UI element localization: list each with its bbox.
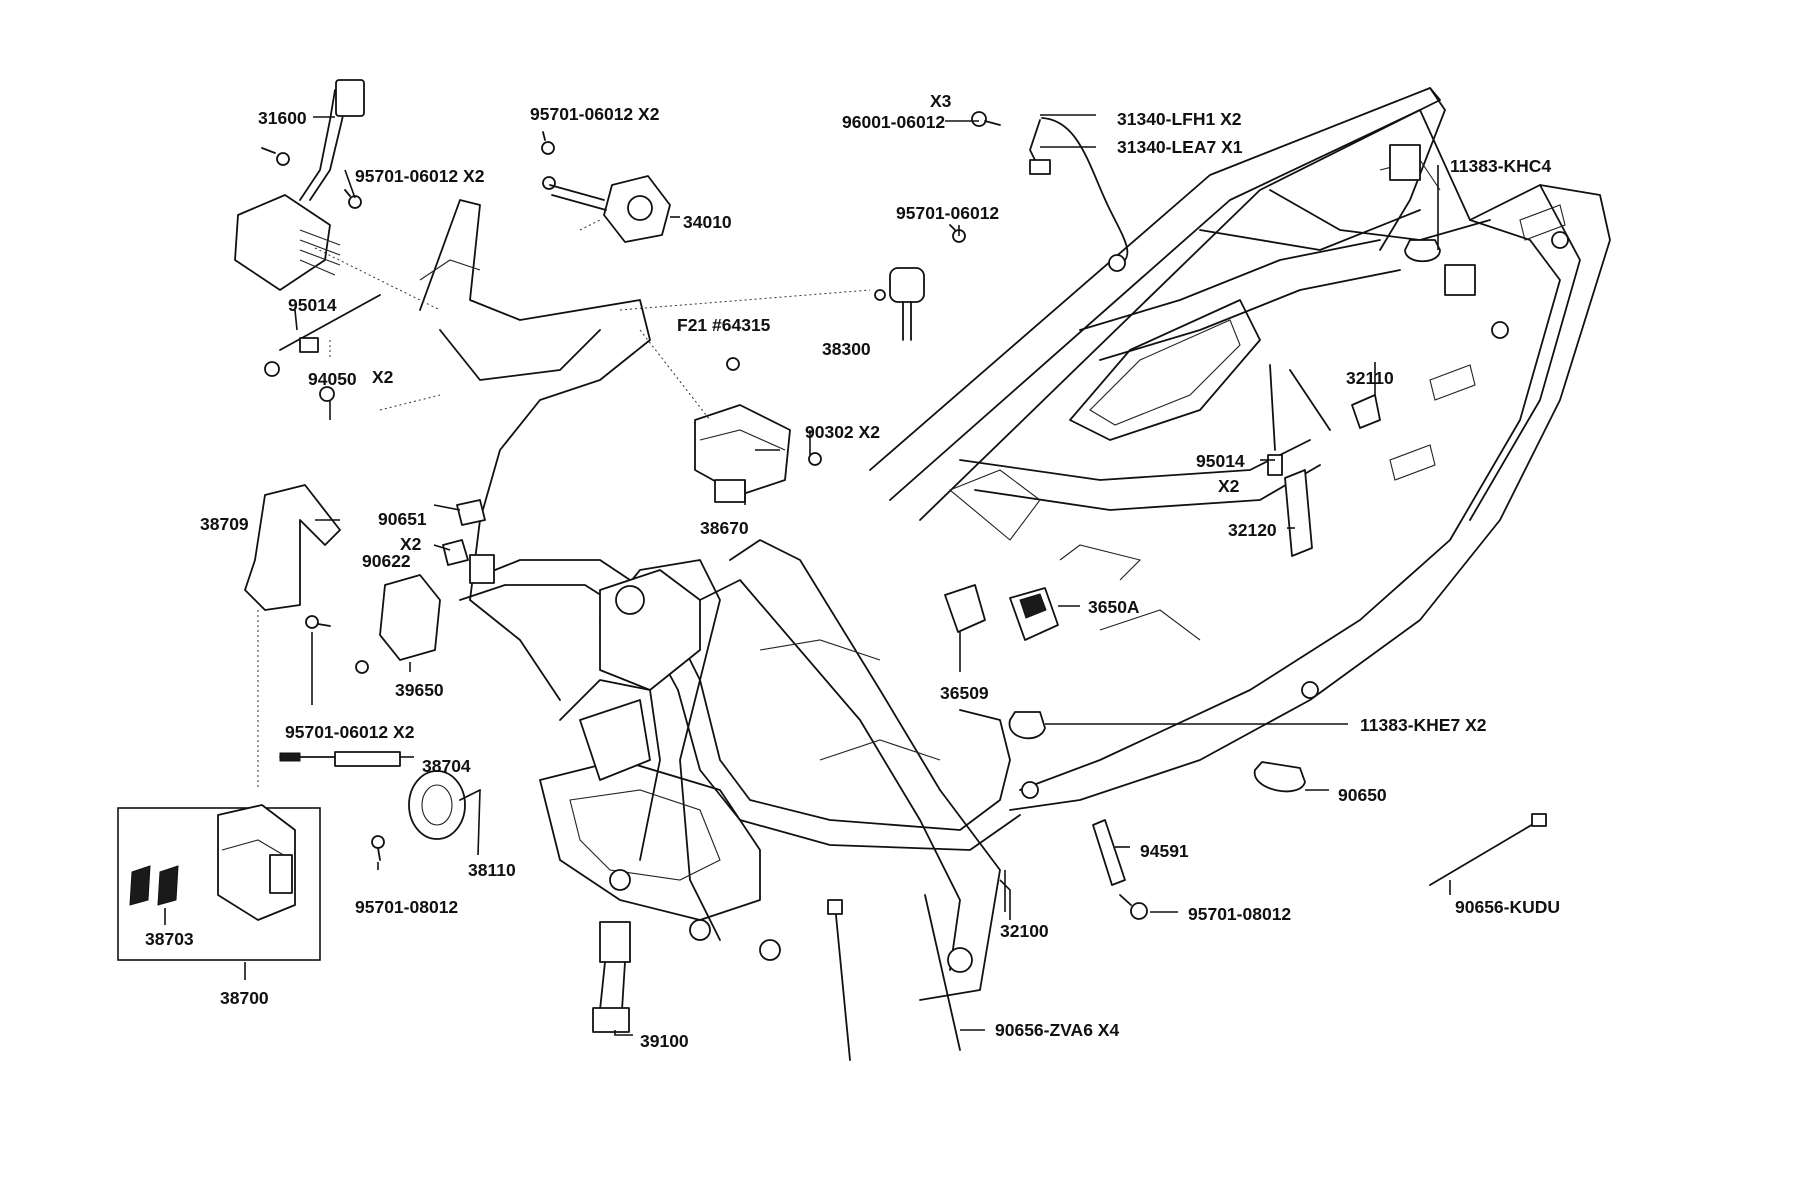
clamp-11383-khe7: [1008, 711, 1046, 740]
label-90650: 90650: [1338, 785, 1387, 805]
sensor-34010: [549, 175, 671, 243]
parts: [117, 79, 1547, 1061]
label-38300: 38300: [822, 339, 871, 359]
label-32100: 32100: [1000, 921, 1049, 941]
label-32110: 32110: [1346, 368, 1394, 388]
label-38670: 38670: [700, 518, 749, 538]
label-95701-06012-x2-a: 95701-06012 X2: [530, 104, 660, 124]
label-94050-qty: X2: [372, 367, 394, 387]
part-labels: 31600 95701-06012 X2 95701-06012 X2 3401…: [145, 91, 1560, 1051]
regulator-31600: [234, 79, 365, 291]
cable-tie-95014-a: [279, 294, 381, 351]
label-36509: 36509: [940, 683, 989, 703]
label-95014-a: 95014: [288, 295, 337, 315]
label-95014-b: 95014: [1196, 451, 1245, 471]
label-90302: 90302 X2: [805, 422, 880, 442]
cable-tie-95014-b: [1269, 364, 1276, 451]
main-frame: [419, 87, 1611, 1001]
label-94591: 94591: [1140, 841, 1189, 861]
label-95014-b-qty: X2: [1218, 476, 1240, 496]
label-95701-06012-x2-c: 95701-06012 X2: [285, 722, 415, 742]
label-32120: 32120: [1228, 520, 1277, 540]
bracket-36509: [944, 584, 986, 633]
clip-90651: [456, 499, 486, 526]
label-90656-kudu: 90656-KUDU: [1455, 897, 1560, 917]
label-38703: 38703: [145, 929, 194, 949]
label-96001-qty: X3: [930, 91, 952, 111]
cable-tie-90656-kudu: [1429, 819, 1541, 886]
horn-38110: [408, 770, 481, 840]
label-94050: 94050: [308, 369, 357, 389]
label-31340-lfh1: 31340-LFH1 X2: [1117, 109, 1242, 129]
label-31600: 31600: [258, 108, 307, 128]
connector-3650a: [1009, 587, 1059, 641]
clamp-11383-khc4: [1404, 239, 1441, 263]
clamp-90650: [1254, 761, 1306, 793]
label-95701-08012-a: 95701-08012: [355, 897, 458, 917]
label-31340-lea7: 31340-LEA7 X1: [1117, 137, 1243, 157]
kit-box-38700: [117, 804, 321, 961]
label-38704: 38704: [422, 756, 471, 776]
label-38700: 38700: [220, 988, 269, 1008]
strip-38704: [279, 751, 401, 767]
plate-32120: [1284, 469, 1313, 557]
leader-lines: [164, 114, 1451, 1036]
label-38110: 38110: [468, 860, 516, 880]
bracket-32110: [1351, 394, 1381, 429]
clip-90622: [442, 539, 469, 566]
label-39100: 39100: [640, 1031, 689, 1051]
coil-38300: [874, 267, 925, 341]
label-39650: 39650: [395, 680, 444, 700]
label-90651-qty: X2: [400, 534, 422, 554]
relay-39650: [379, 574, 441, 661]
label-90656-zva6: 90656-ZVA6 X4: [995, 1020, 1119, 1040]
label-90622: 90622: [362, 551, 411, 571]
bracket-38709: [244, 484, 341, 611]
sensor-39100: [592, 921, 631, 1033]
label-95701-08012-b: 95701-08012: [1188, 904, 1291, 924]
label-11383-khc4: 11383-KHC4: [1450, 156, 1551, 176]
label-90651: 90651: [378, 509, 427, 529]
cable-tie-90656-zva6: [834, 904, 851, 1061]
label-38709: 38709: [200, 514, 249, 534]
label-95701-06012: 95701-06012: [896, 203, 999, 223]
wire-31340: [1029, 117, 1129, 272]
label-34010: 34010: [683, 212, 732, 232]
bolt-icon: [261, 111, 1148, 920]
label-96001-06012: 96001-06012: [842, 112, 945, 132]
strip-94591: [1092, 819, 1126, 886]
label-95701-06012-x2-b: 95701-06012 X2: [355, 166, 485, 186]
label-f21: F21 #64315: [677, 315, 771, 335]
ecu-38670: [694, 404, 791, 503]
label-11383-khe7: 11383-KHE7 X2: [1360, 715, 1487, 735]
label-3650a: 3650A: [1088, 597, 1140, 617]
